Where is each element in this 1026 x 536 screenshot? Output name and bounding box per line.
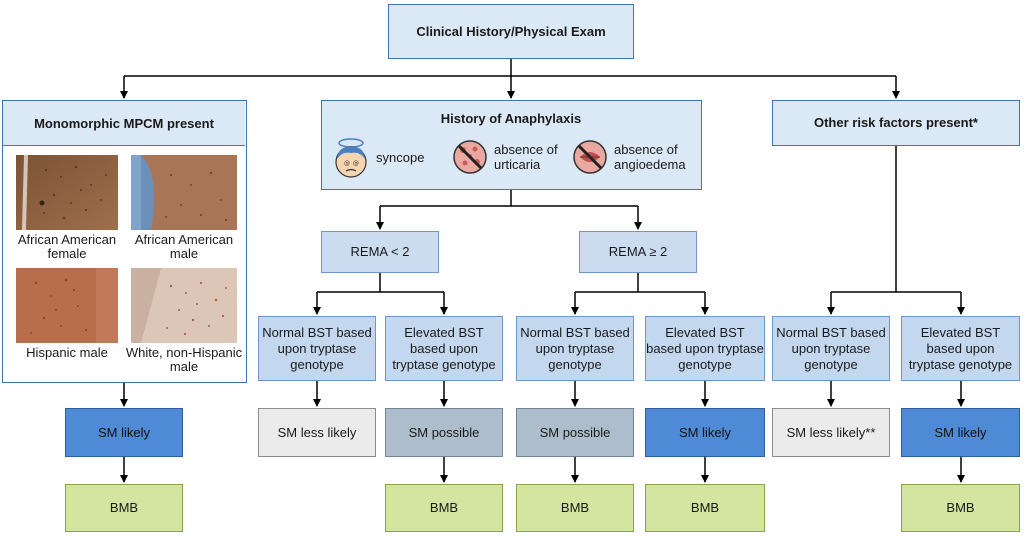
bst-elevated-label: Elevated BST based upon tryptase genotyp… bbox=[908, 324, 1013, 372]
rema-low-box: REMA < 2 bbox=[321, 231, 439, 273]
photo-caption: African American male bbox=[134, 232, 234, 261]
symptom-absence-of-urticaria: absence of urticaria bbox=[452, 139, 574, 175]
outcome-label: SM possible bbox=[408, 424, 480, 440]
skin-photo-white-non-hispanic-male bbox=[131, 268, 237, 343]
bmb-box-rema-low: BMB bbox=[385, 484, 503, 532]
dizzy-face-icon: @ @ bbox=[335, 138, 367, 178]
bmb-label: BMB bbox=[946, 500, 975, 515]
outcome-label: SM likely bbox=[934, 424, 987, 440]
mpcm-panel: Monomorphic MPCM present African America… bbox=[2, 100, 247, 383]
bst-elevated-label: Elevated BST based upon tryptase genotyp… bbox=[646, 324, 764, 372]
svg-text:@: @ bbox=[353, 160, 359, 167]
bst-normal-box-rema-high: Normal BST based upon tryptase genotype bbox=[516, 316, 634, 381]
symptom-label: absence of urticaria bbox=[494, 142, 558, 172]
outcome-label: SM less likely** bbox=[786, 424, 876, 440]
mpcm-panel-header: Monomorphic MPCM present bbox=[3, 101, 245, 146]
outcome-sm-possible-rema-high: SM possible bbox=[516, 408, 634, 457]
symptom-label: syncope bbox=[376, 149, 425, 165]
bmb-box-other: BMB bbox=[901, 484, 1020, 532]
bst-normal-label: Normal BST based upon tryptase genotype bbox=[776, 324, 886, 372]
bmb-label: BMB bbox=[560, 500, 590, 515]
outcome-sm-less-likely-other: SM less likely** bbox=[772, 408, 890, 457]
bmb-label: BMB bbox=[109, 500, 139, 515]
outcome-label: SM possible bbox=[539, 424, 611, 440]
svg-text:@: @ bbox=[344, 160, 350, 167]
outcome-sm-likely-other: SM likely bbox=[901, 408, 1020, 457]
bmb-label: BMB bbox=[690, 500, 720, 515]
bst-elevated-box-other: Elevated BST based upon tryptase genotyp… bbox=[901, 316, 1020, 381]
photo-caption: White, non-Hispanic male bbox=[125, 345, 243, 374]
bmb-box-mpcm: BMB bbox=[65, 484, 183, 532]
outcome-label: SM less likely bbox=[277, 424, 357, 440]
other-risk-factors-label: Other risk factors present* bbox=[813, 115, 978, 130]
bst-elevated-label: Elevated BST based upon tryptase genotyp… bbox=[392, 324, 496, 372]
bst-normal-box-other: Normal BST based upon tryptase genotype bbox=[772, 316, 890, 381]
bmb-label: BMB bbox=[429, 500, 459, 515]
outcome-sm-less-likely: SM less likely bbox=[258, 408, 376, 457]
outcome-label: SM likely bbox=[97, 424, 150, 440]
photo-caption: African American female bbox=[17, 232, 117, 261]
bst-normal-label: Normal BST based upon tryptase genotype bbox=[520, 324, 630, 372]
rema-low-label: REMA < 2 bbox=[350, 244, 410, 259]
skin-photo-hispanic-male bbox=[16, 268, 118, 343]
skin-photo-african-american-male bbox=[131, 155, 237, 230]
mpcm-title: Monomorphic MPCM present bbox=[34, 115, 214, 131]
rema-high-label: REMA ≥ 2 bbox=[608, 244, 668, 259]
outcome-sm-possible-rema-low: SM possible bbox=[385, 408, 503, 457]
outcome-label: SM likely bbox=[678, 424, 731, 440]
rema-high-box: REMA ≥ 2 bbox=[579, 231, 697, 273]
skin-photo-african-american-female bbox=[16, 155, 118, 230]
no-angioedema-icon bbox=[573, 140, 607, 174]
anaphylaxis-box: History of Anaphylaxis @ @ syncope bbox=[321, 100, 702, 190]
bst-normal-label: Normal BST based upon tryptase genotype bbox=[262, 324, 372, 372]
symptom-label: absence of angioedema bbox=[614, 142, 686, 172]
bmb-box-rema-high-likely: BMB bbox=[645, 484, 765, 532]
symptom-absence-of-angioedema: absence of angioedema bbox=[572, 139, 694, 175]
clinical-history-label: Clinical History/Physical Exam bbox=[416, 23, 606, 39]
symptom-syncope: @ @ syncope bbox=[332, 135, 424, 179]
photo-caption: Hispanic male bbox=[26, 345, 108, 360]
outcome-sm-likely-mpcm: SM likely bbox=[65, 408, 183, 457]
bst-normal-box-rema-low: Normal BST based upon tryptase genotype bbox=[258, 316, 376, 381]
clinical-history-box: Clinical History/Physical Exam bbox=[388, 4, 634, 59]
bmb-box-rema-high-possible: BMB bbox=[516, 484, 634, 532]
no-urticaria-icon bbox=[453, 140, 487, 174]
bst-elevated-box-rema-low: Elevated BST based upon tryptase genotyp… bbox=[385, 316, 503, 381]
bst-elevated-box-rema-high: Elevated BST based upon tryptase genotyp… bbox=[645, 316, 765, 381]
other-risk-factors-box: Other risk factors present* bbox=[772, 100, 1020, 146]
anaphylaxis-title: History of Anaphylaxis bbox=[440, 111, 582, 126]
outcome-sm-likely-rema-high: SM likely bbox=[645, 408, 765, 457]
